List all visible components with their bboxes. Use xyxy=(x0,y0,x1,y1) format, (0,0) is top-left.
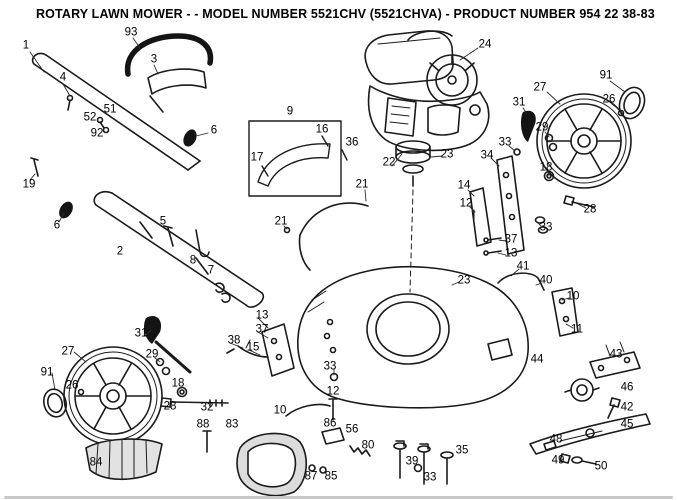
door-hardware-illustration xyxy=(308,427,371,474)
deflector-inset-illustration xyxy=(248,120,348,197)
page-title: ROTARY LAWN MOWER - - MODEL NUMBER 5521C… xyxy=(36,7,655,21)
mower-deck-illustration xyxy=(285,265,529,421)
front-left-wheel-illustration xyxy=(42,346,163,446)
upper-handle-illustration xyxy=(31,52,201,171)
engine-pulley-illustration xyxy=(395,140,431,293)
wheel-adjuster-left-illustration xyxy=(226,323,295,377)
rear-door-illustration xyxy=(202,430,307,497)
lower-handle-illustration xyxy=(93,190,265,308)
left-axle-assembly-illustration xyxy=(144,315,229,408)
handle-mount-bracket-right-illustration xyxy=(469,110,595,256)
rear-right-wheel-illustration xyxy=(536,86,646,189)
deck-bolts-illustration xyxy=(393,440,454,485)
chute-rod-illustration xyxy=(283,202,369,271)
rear-rod-bracket-illustration xyxy=(497,272,579,337)
handle-knob-illustrations xyxy=(59,129,197,219)
blade-assembly-illustration xyxy=(529,341,651,465)
leader-lines xyxy=(29,37,626,391)
engine-illustration xyxy=(364,30,490,152)
bail-handle-illustration xyxy=(124,33,214,77)
rear-skirt-illustration xyxy=(85,438,163,481)
small-fasteners-illustration xyxy=(30,94,231,303)
handle-bracket-illustration xyxy=(147,68,207,95)
bottom-edge-divider xyxy=(4,496,673,499)
